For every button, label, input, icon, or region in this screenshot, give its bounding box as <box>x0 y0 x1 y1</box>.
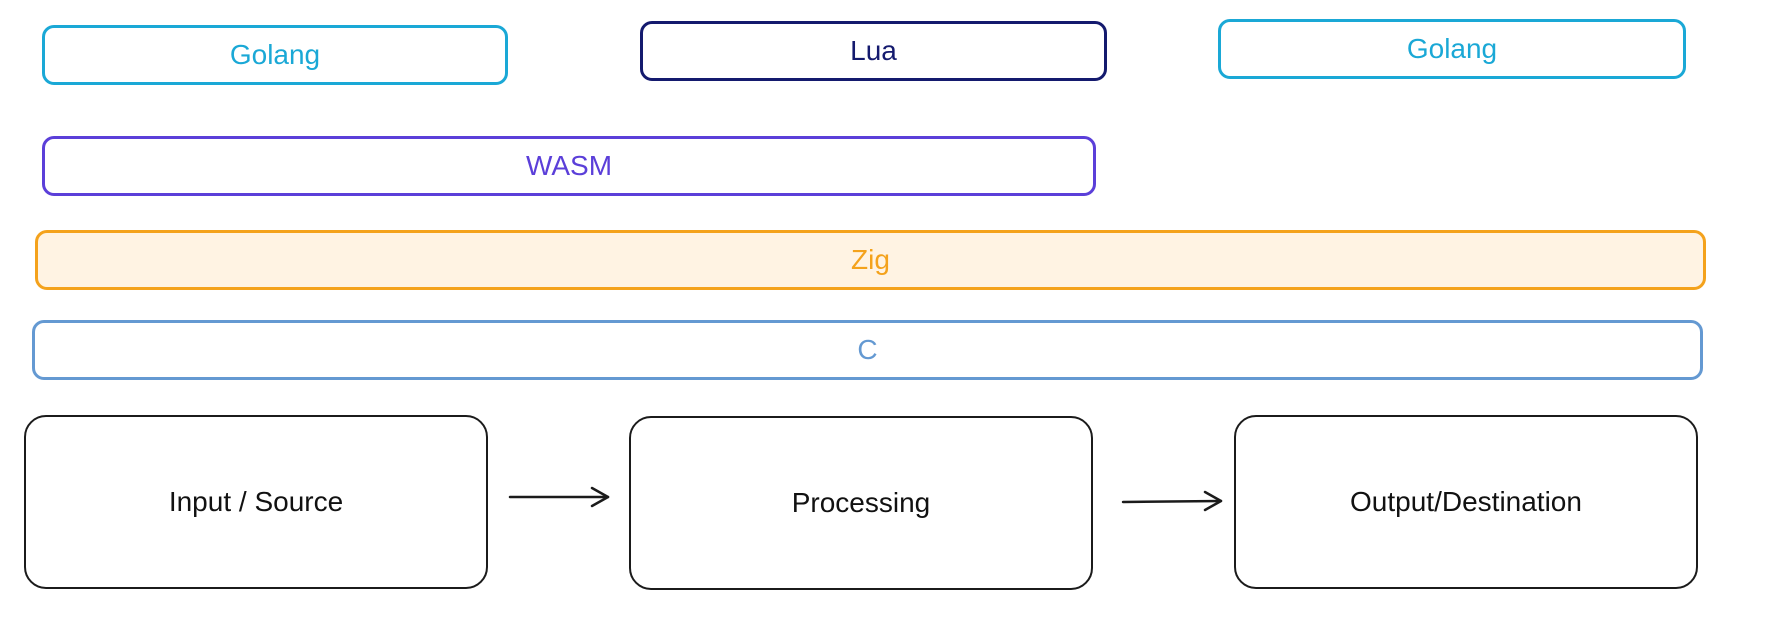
output-destination-label: Output/Destination <box>1350 486 1582 517</box>
golang-left-label: Golang <box>229 39 321 70</box>
zig-label: Zig <box>851 244 890 275</box>
golang-layer-left: Golang <box>42 25 508 85</box>
wasm-label: WASM <box>525 150 613 181</box>
c-label: C <box>857 334 878 365</box>
output-destination-stage: Output/Destination <box>1234 415 1698 589</box>
lua-label: Lua <box>850 35 897 66</box>
processing-label: Processing <box>791 487 931 518</box>
golang-layer-right: Golang <box>1218 19 1686 79</box>
c-layer: C <box>32 320 1703 380</box>
input-source-label: Input / Source <box>168 486 344 517</box>
golang-right-label: Golang <box>1406 33 1498 64</box>
input-source-stage: Input / Source <box>24 415 488 589</box>
processing-stage: Processing <box>629 416 1093 590</box>
zig-layer: Zig <box>35 230 1706 290</box>
arrow-input-to-processing <box>508 486 610 508</box>
arrow-processing-to-output <box>1121 490 1223 512</box>
wasm-layer: WASM <box>42 136 1096 196</box>
lua-layer: Lua <box>640 21 1107 81</box>
